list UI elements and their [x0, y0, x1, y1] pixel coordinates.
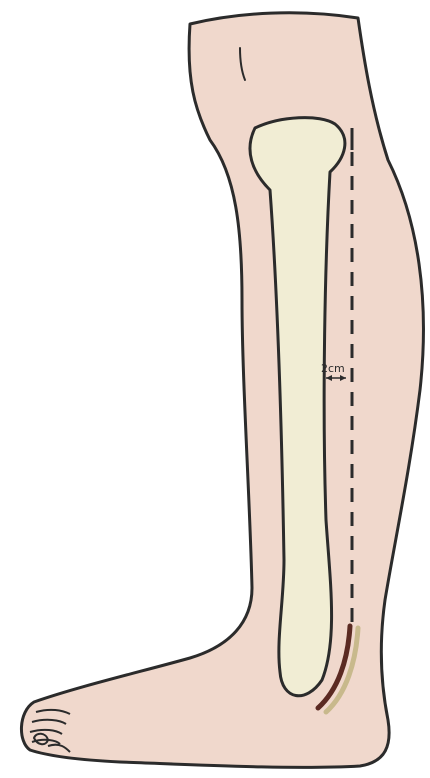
measurement-label: 2cm: [321, 362, 345, 375]
leg-outline: [21, 13, 423, 768]
